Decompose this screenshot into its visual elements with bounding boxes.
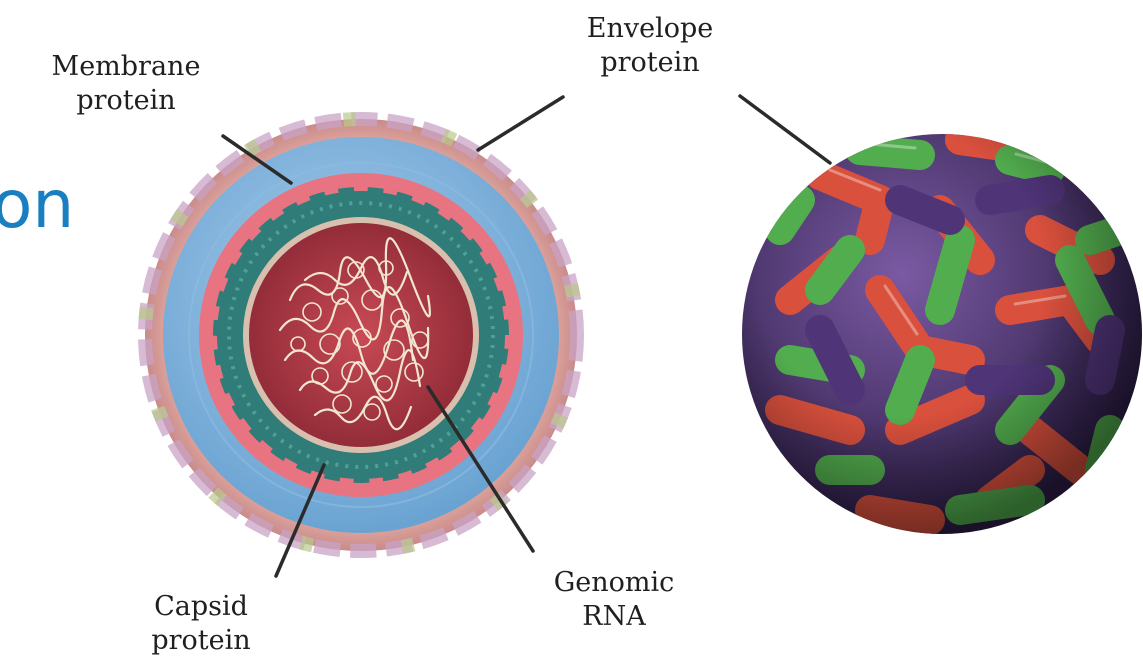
- envelope-protein-label: Envelope protein: [560, 12, 740, 80]
- virion-exterior: [742, 134, 1142, 534]
- capsid-protein-label-line1: Capsid: [126, 590, 276, 624]
- envelope-protein-label-line2: protein: [560, 46, 740, 80]
- genomic-rna-label-line1: Genomic: [530, 566, 698, 600]
- genomic-rna-label: Genomic RNA: [530, 566, 698, 634]
- capsid-protein-label-line2: protein: [126, 624, 276, 658]
- membrane-protein-label: Membrane protein: [38, 50, 214, 118]
- virion-cross-section: [145, 119, 577, 551]
- envelope-protein-leader-right: [740, 96, 830, 163]
- envelope-protein-leader-left: [478, 97, 563, 150]
- genomic-rna-label-line2: RNA: [530, 600, 698, 634]
- membrane-protein-label-line1: Membrane: [38, 50, 214, 84]
- membrane-protein-label-line2: protein: [38, 84, 214, 118]
- envelope-protein-label-line1: Envelope: [560, 12, 740, 46]
- capsid-protein-label: Capsid protein: [126, 590, 276, 658]
